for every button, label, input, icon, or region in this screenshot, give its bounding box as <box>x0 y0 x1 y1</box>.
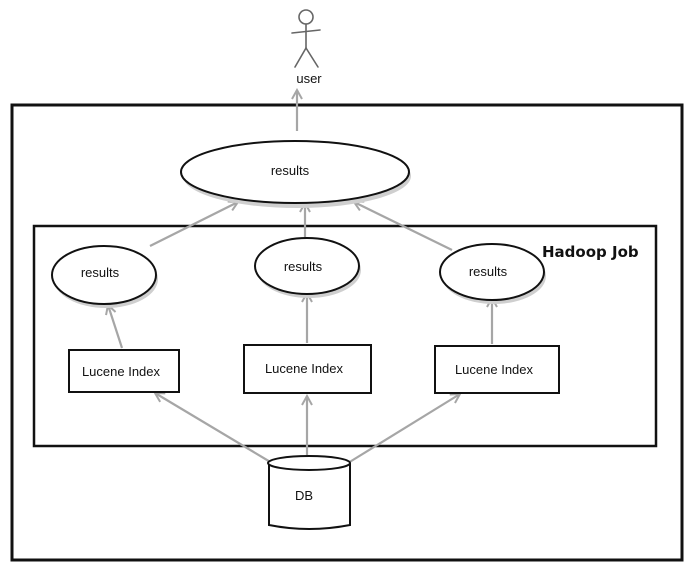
hadoop-job-label: Hadoop Job <box>542 243 639 261</box>
arrow-shard1-results-to-top <box>149 202 238 247</box>
stick-figure-icon <box>291 9 321 68</box>
outer-frame <box>10 103 684 562</box>
user-label: user <box>296 71 322 86</box>
shard-3-index-box <box>434 345 560 394</box>
database-cylinder-top <box>267 455 351 471</box>
shard-2-index-box <box>243 344 372 394</box>
database-label: DB <box>295 488 313 503</box>
shard-2-index-label: Lucene Index <box>265 361 344 376</box>
shard-1-results-ellipse <box>51 245 157 305</box>
top-results-ellipse <box>180 140 410 204</box>
arrow-db-to-index3 <box>347 394 460 464</box>
shard-2-results-label: results <box>284 259 323 274</box>
shard-3-results-label: results <box>469 264 508 279</box>
shard-3: results Lucene Index <box>434 243 560 394</box>
user-actor: user <box>291 9 322 86</box>
arrow-index1-to-results <box>108 305 124 349</box>
shard-2-results-ellipse <box>254 237 360 295</box>
shard-1-index-box <box>68 349 180 393</box>
database-cylinder-icon <box>268 463 351 530</box>
top-results-node: results <box>180 140 411 208</box>
top-results-label: results <box>271 163 310 178</box>
database-node: DB <box>267 455 351 530</box>
arrow-shard3-results-to-top <box>354 202 453 251</box>
hadoop-job-container <box>32 224 658 448</box>
arrow-db-to-index1 <box>155 393 273 464</box>
shard-3-index-label: Lucene Index <box>455 362 534 377</box>
shard-1-results-label: results <box>81 265 120 280</box>
shard-1-index-label: Lucene Index <box>82 364 161 379</box>
arrows <box>108 90 492 464</box>
shard-3-results-ellipse <box>439 243 545 301</box>
shard-1: results Lucene Index <box>51 245 180 393</box>
shard-2: results Lucene Index <box>243 237 372 394</box>
